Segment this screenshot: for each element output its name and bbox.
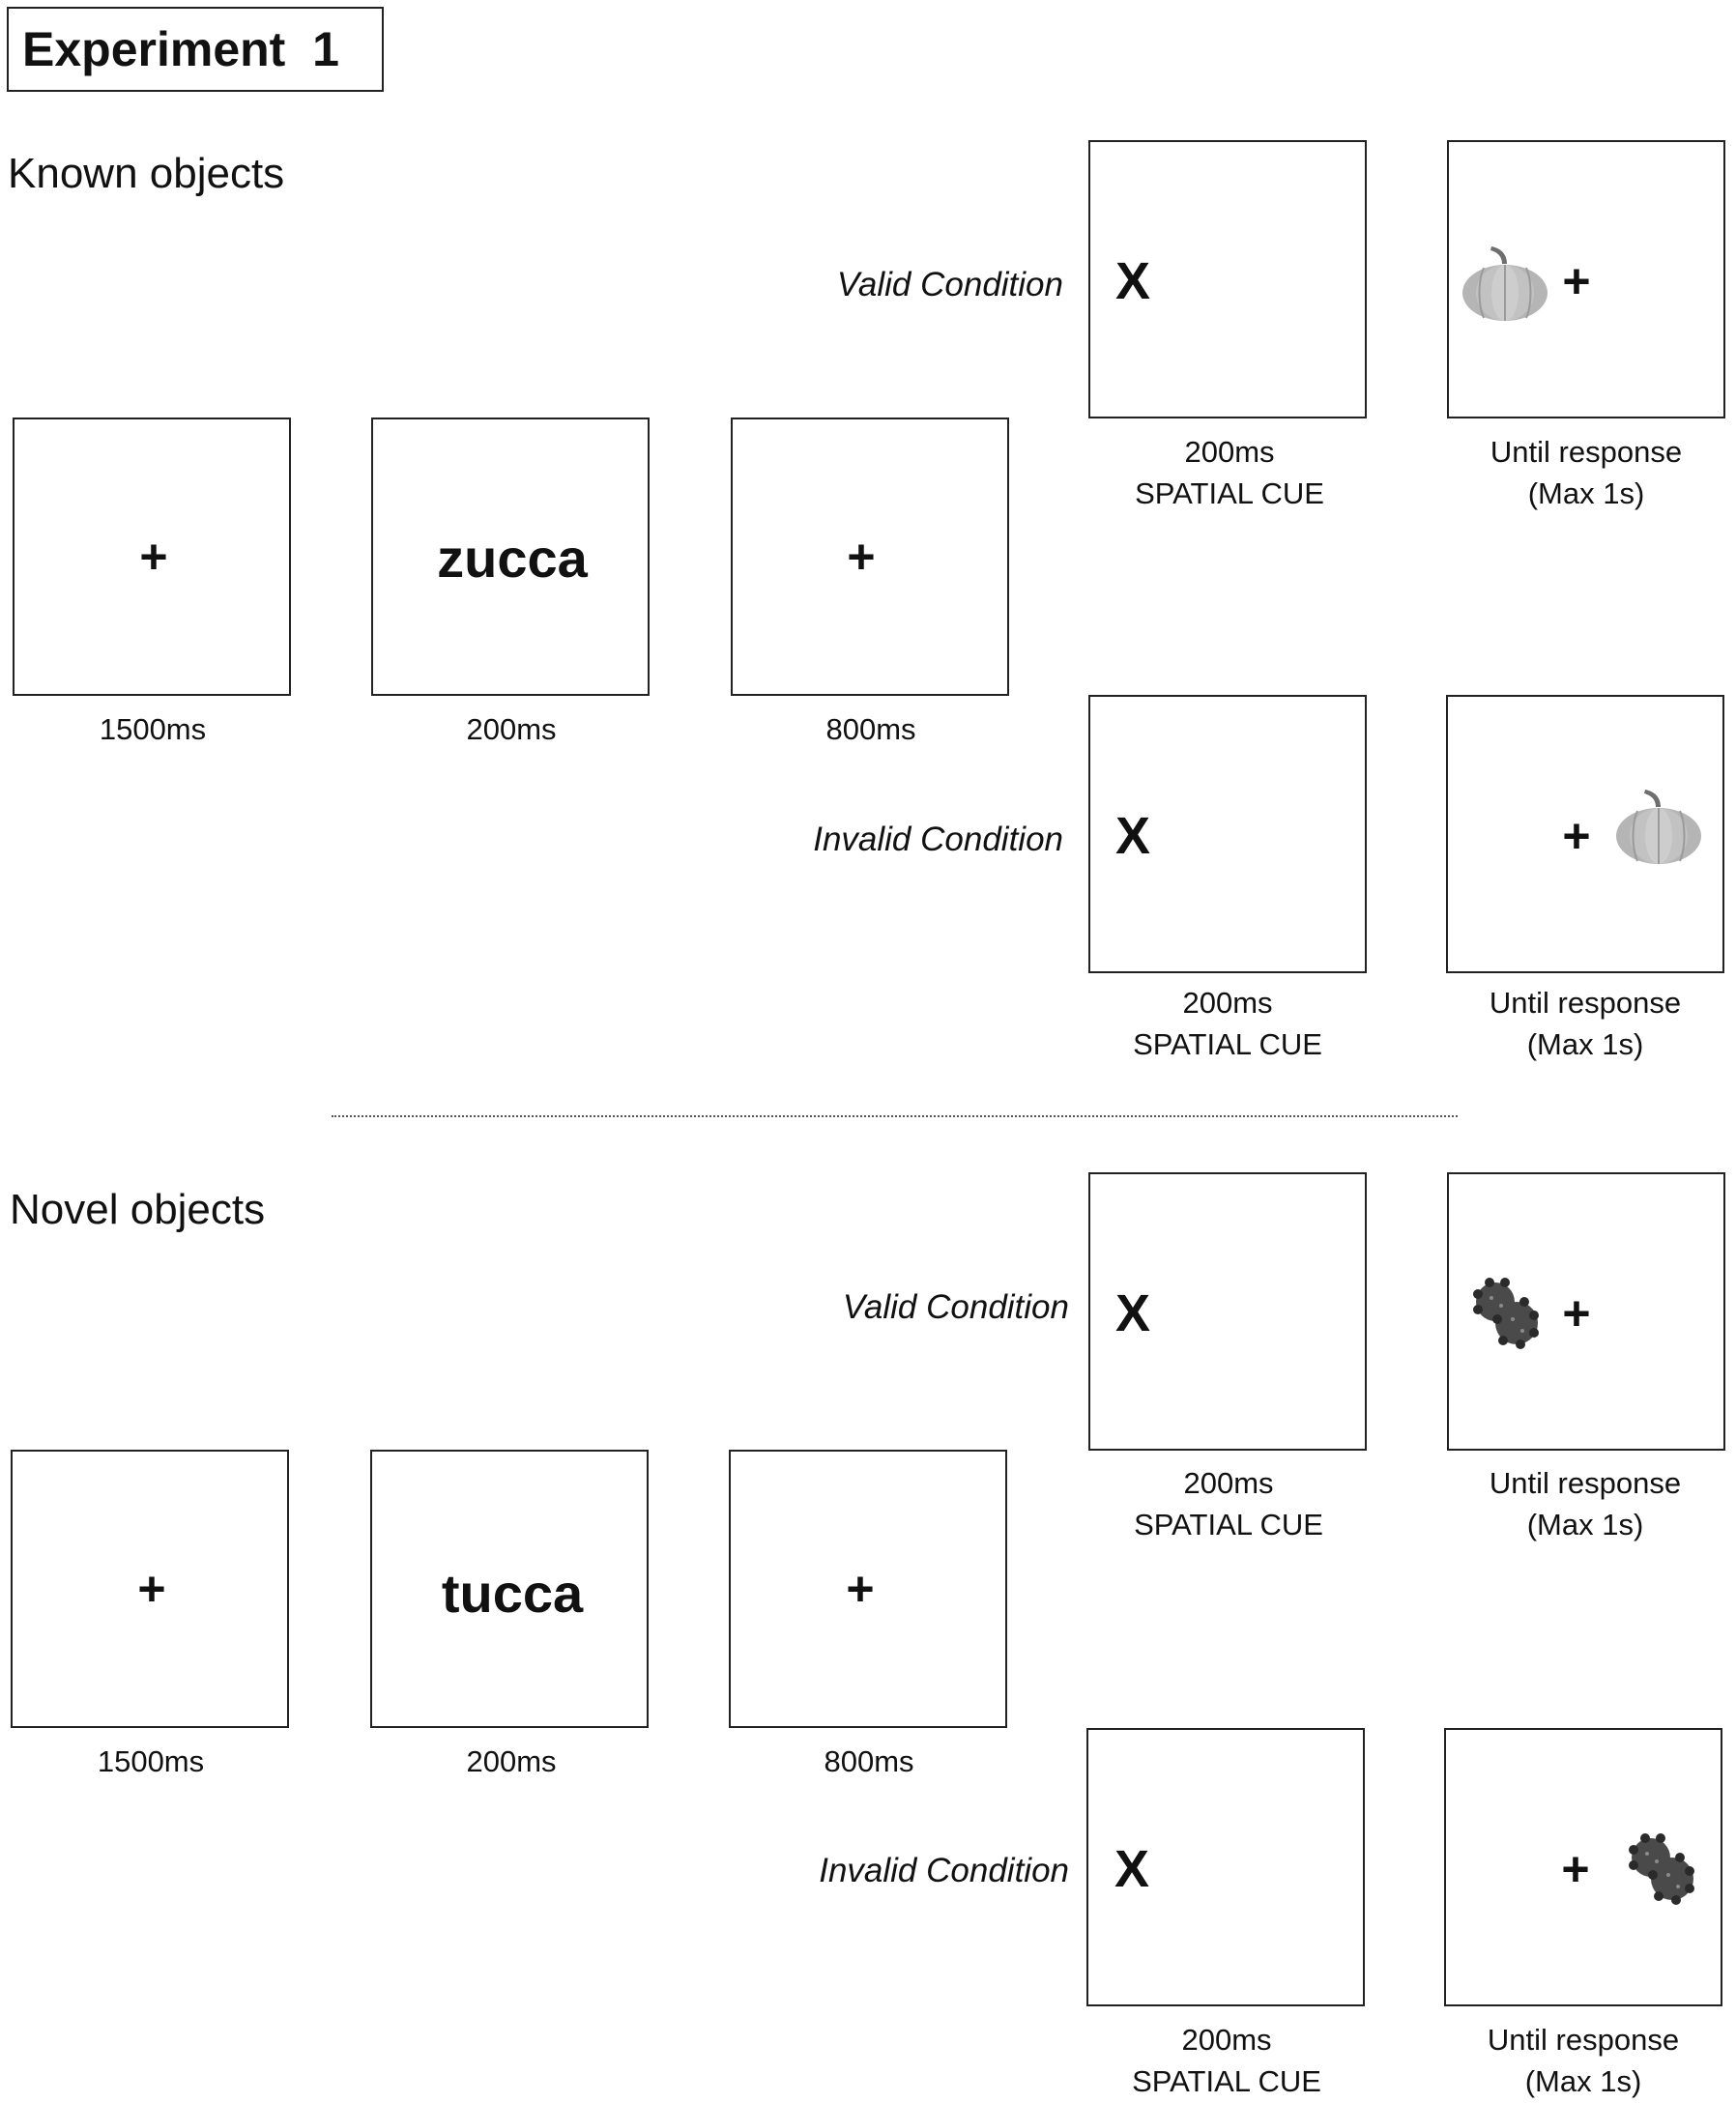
spatial-cue-x: X [1114, 252, 1151, 310]
fixation-cross: + [847, 530, 876, 584]
fixation-cross: + [1562, 809, 1591, 863]
word-stimulus: zucca [437, 528, 588, 589]
known-fixation-frame: + [13, 418, 291, 696]
known-invalid-cue-duration: 200ms SPATIAL CUE [1133, 986, 1322, 1061]
novel-fixation-frame: + [11, 1450, 289, 1728]
fixation-cross: + [1561, 1842, 1590, 1896]
fixation-cross: + [137, 1562, 166, 1616]
fixation-cross: + [846, 1562, 875, 1616]
known-invalid-condition-label: Invalid Condition [813, 821, 1063, 858]
pumpkin-icon [1462, 246, 1548, 321]
section-divider [332, 1115, 1458, 1117]
known-valid-target-duration: Until response (Max 1s) [1490, 435, 1683, 510]
spatial-cue-x: X [1114, 1284, 1151, 1342]
novel-object-icon [1473, 1278, 1539, 1349]
fixation-cross: + [1562, 1286, 1591, 1340]
known-word-frame: zucca [371, 418, 650, 696]
novel-delay-duration: 800ms [824, 1744, 914, 1778]
novel-invalid-target-duration: Until response (Max 1s) [1487, 2023, 1680, 2098]
known-delay-frame: + [731, 418, 1009, 696]
novel-object-icon [1629, 1833, 1694, 1905]
novel-delay-frame: + [729, 1450, 1007, 1728]
experiment-title: Experiment 1 [7, 7, 384, 92]
known-valid-condition-label: Valid Condition [836, 266, 1063, 303]
novel-fixation-duration: 1500ms [97, 1744, 205, 1778]
novel-word-frame: tucca [370, 1450, 649, 1728]
novel-valid-cue-duration: 200ms SPATIAL CUE [1134, 1466, 1323, 1541]
novel-invalid-target-frame: + [1444, 1728, 1722, 2006]
known-objects-label: Known objects [8, 150, 285, 197]
known-invalid-target-frame: + [1446, 695, 1724, 973]
novel-word-duration: 200ms [466, 1744, 557, 1778]
word-stimulus: tucca [441, 1563, 584, 1624]
fixation-cross: + [1562, 254, 1591, 308]
known-fixation-duration: 1500ms [99, 712, 207, 746]
novel-valid-target-frame: + [1447, 1172, 1725, 1451]
novel-invalid-cue-frame: X [1086, 1728, 1365, 2006]
known-valid-cue-frame: X [1088, 140, 1367, 418]
novel-valid-cue-frame: X [1088, 1172, 1367, 1451]
spatial-cue-x: X [1114, 1840, 1150, 1898]
pumpkin-icon [1616, 790, 1701, 864]
novel-valid-condition-label: Valid Condition [842, 1288, 1069, 1326]
known-invalid-cue-frame: X [1088, 695, 1367, 973]
novel-invalid-cue-duration: 200ms SPATIAL CUE [1132, 2023, 1321, 2098]
known-valid-target-frame: + [1447, 140, 1725, 418]
spatial-cue-x: X [1114, 807, 1151, 865]
novel-objects-label: Novel objects [10, 1186, 266, 1233]
known-invalid-target-duration: Until response (Max 1s) [1489, 986, 1682, 1061]
known-word-duration: 200ms [466, 712, 557, 746]
known-delay-duration: 800ms [825, 712, 916, 746]
novel-invalid-condition-label: Invalid Condition [819, 1852, 1069, 1889]
known-valid-cue-duration: 200ms SPATIAL CUE [1135, 435, 1324, 510]
novel-valid-target-duration: Until response (Max 1s) [1489, 1466, 1682, 1541]
fixation-cross: + [139, 530, 168, 584]
